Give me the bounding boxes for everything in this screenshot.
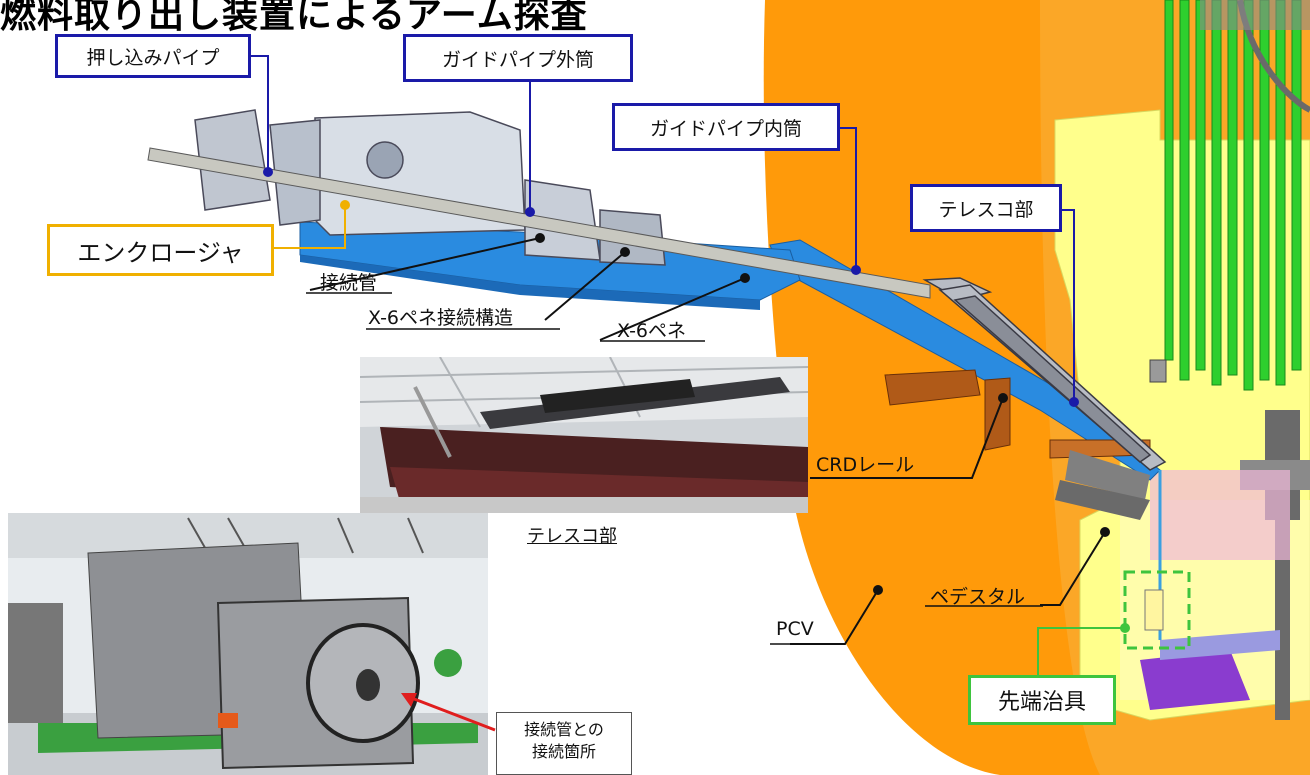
label-guide-outer: ガイドパイプ外筒 [403,34,633,82]
label-guide-inner: ガイドパイプ内筒 [612,103,840,151]
callout-arrow [401,693,496,732]
callout-line-2: 接続箇所 [531,742,596,761]
label-x6-structure: X-6ペネ接続構造 [368,307,514,329]
label-enclosure: エンクロージャ [47,224,274,276]
label-crd-rail: CRDレール [816,454,915,476]
callout-line-1: 接続管との [524,720,604,739]
connection-point-callout: 接続管との 接続箇所 [496,712,632,775]
enclosure-photo [8,513,488,775]
label-connecting-pipe: 接続管 [320,272,378,294]
label-pcv: PCV [776,618,814,640]
page-title: 燃料取り出し装置によるアーム探査 [0,0,588,36]
label-x6-pene: X-6ペネ [617,320,687,342]
telescope-photo [360,357,808,513]
crd-rail-graphic [769,239,1161,481]
telescope-photo-caption: テレスコ部 [527,526,617,547]
label-telescope: テレスコ部 [910,184,1062,232]
label-pedestal: ペデスタル [930,586,1026,608]
label-tip-tool: 先端治具 [968,675,1116,725]
control-rods [1164,0,1302,391]
telescope-arm-graphic [922,277,1167,471]
leader-dots [263,167,1079,407]
label-push-pipe: 押し込みパイプ [55,34,251,78]
tip-tool-frame [1123,570,1191,650]
guide-pipe [147,147,931,299]
